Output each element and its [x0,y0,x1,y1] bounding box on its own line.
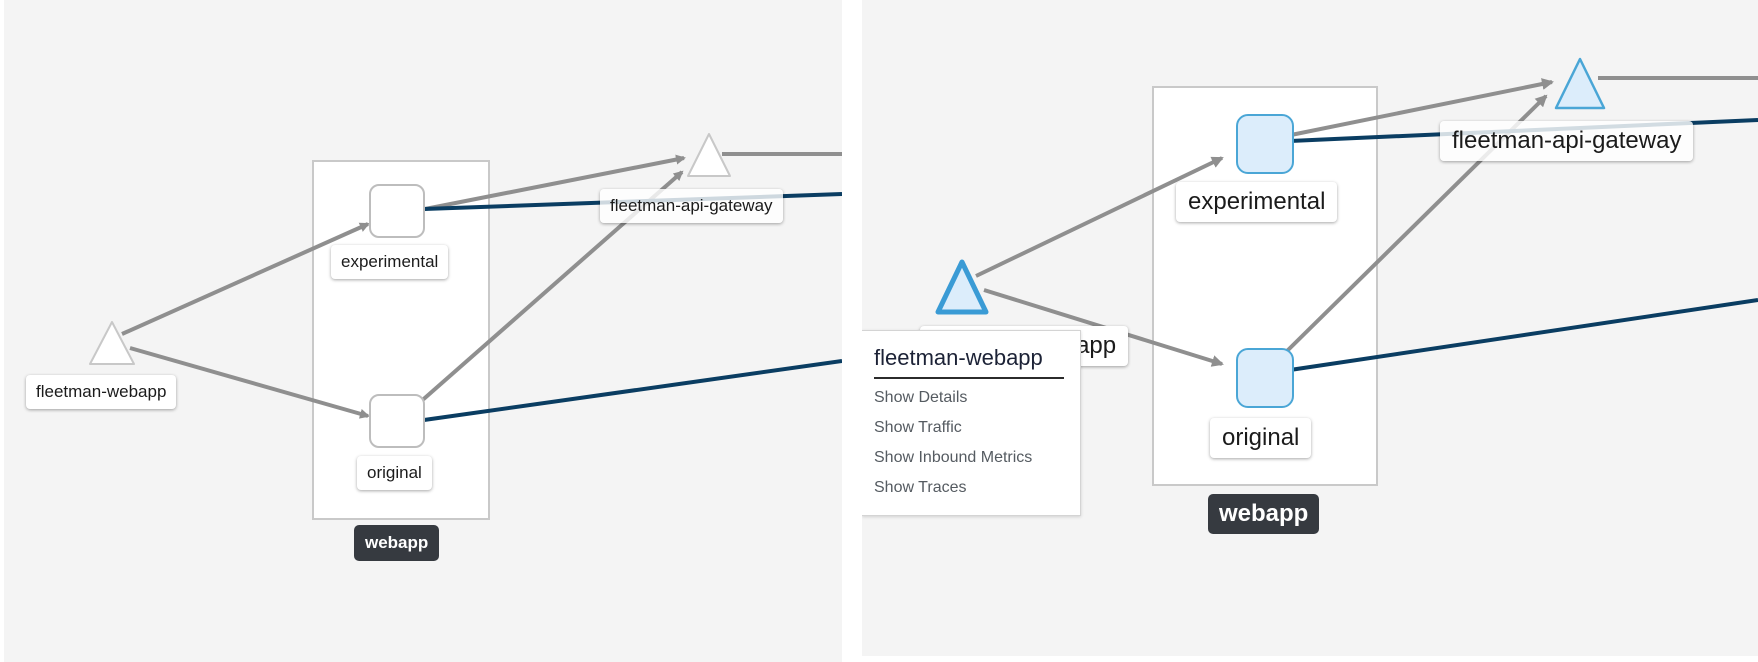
experimental-node-square-icon[interactable] [1236,114,1294,174]
edge-webapp-to-experimental[interactable] [121,222,370,336]
edge-original-outbound[interactable] [423,359,842,422]
edge-experimental-to-gateway[interactable] [1285,78,1554,138]
experimental-node-square-icon[interactable] [369,184,425,238]
menu-item-show-details[interactable]: Show Details [874,389,968,406]
experimental-label[interactable]: experimental [1176,182,1338,222]
fleetman-webapp-selected-triangle-icon[interactable] [932,256,992,318]
menu-item-show-inbound-metrics[interactable]: Show Inbound Metrics [874,449,1033,466]
menu-item-show-traffic[interactable]: Show Traffic [874,419,962,436]
menu-item-show-traces[interactable]: Show Traces [874,479,967,496]
webapp-group-badge[interactable]: webapp [354,525,440,561]
fleetman-api-gateway-label[interactable]: fleetman-api-gateway [1440,121,1694,161]
edge-webapp-to-original[interactable] [129,346,370,419]
original-label[interactable]: original [1210,418,1312,458]
graph-canvas-before[interactable]: fleetman-webapp experimental original fl… [4,0,842,662]
node-context-menu: fleetman-webapp Show Details Show Traffi… [862,330,1081,516]
edge-webapp-to-experimental[interactable] [975,156,1224,278]
graph-canvas-after[interactable]: experimental original fleetman-api-gatew… [862,0,1758,656]
edge-experimental-to-gateway[interactable] [419,154,686,212]
fleetman-api-gateway-triangle-icon[interactable] [684,130,734,180]
webapp-group-badge[interactable]: webapp [1208,494,1320,534]
original-node-square-icon[interactable] [369,394,425,448]
fleetman-webapp-triangle-icon[interactable] [86,318,138,368]
original-node-square-icon[interactable] [1236,348,1294,408]
fleetman-api-gateway-triangle-icon[interactable] [1552,54,1608,114]
fleetman-webapp-label[interactable]: fleetman-webapp [26,375,177,409]
original-label[interactable]: original [357,456,432,490]
context-menu-title: fleetman-webapp [874,345,1064,379]
experimental-label[interactable]: experimental [331,245,449,279]
fleetman-api-gateway-label[interactable]: fleetman-api-gateway [600,189,783,223]
edge-original-outbound[interactable] [1289,298,1758,372]
